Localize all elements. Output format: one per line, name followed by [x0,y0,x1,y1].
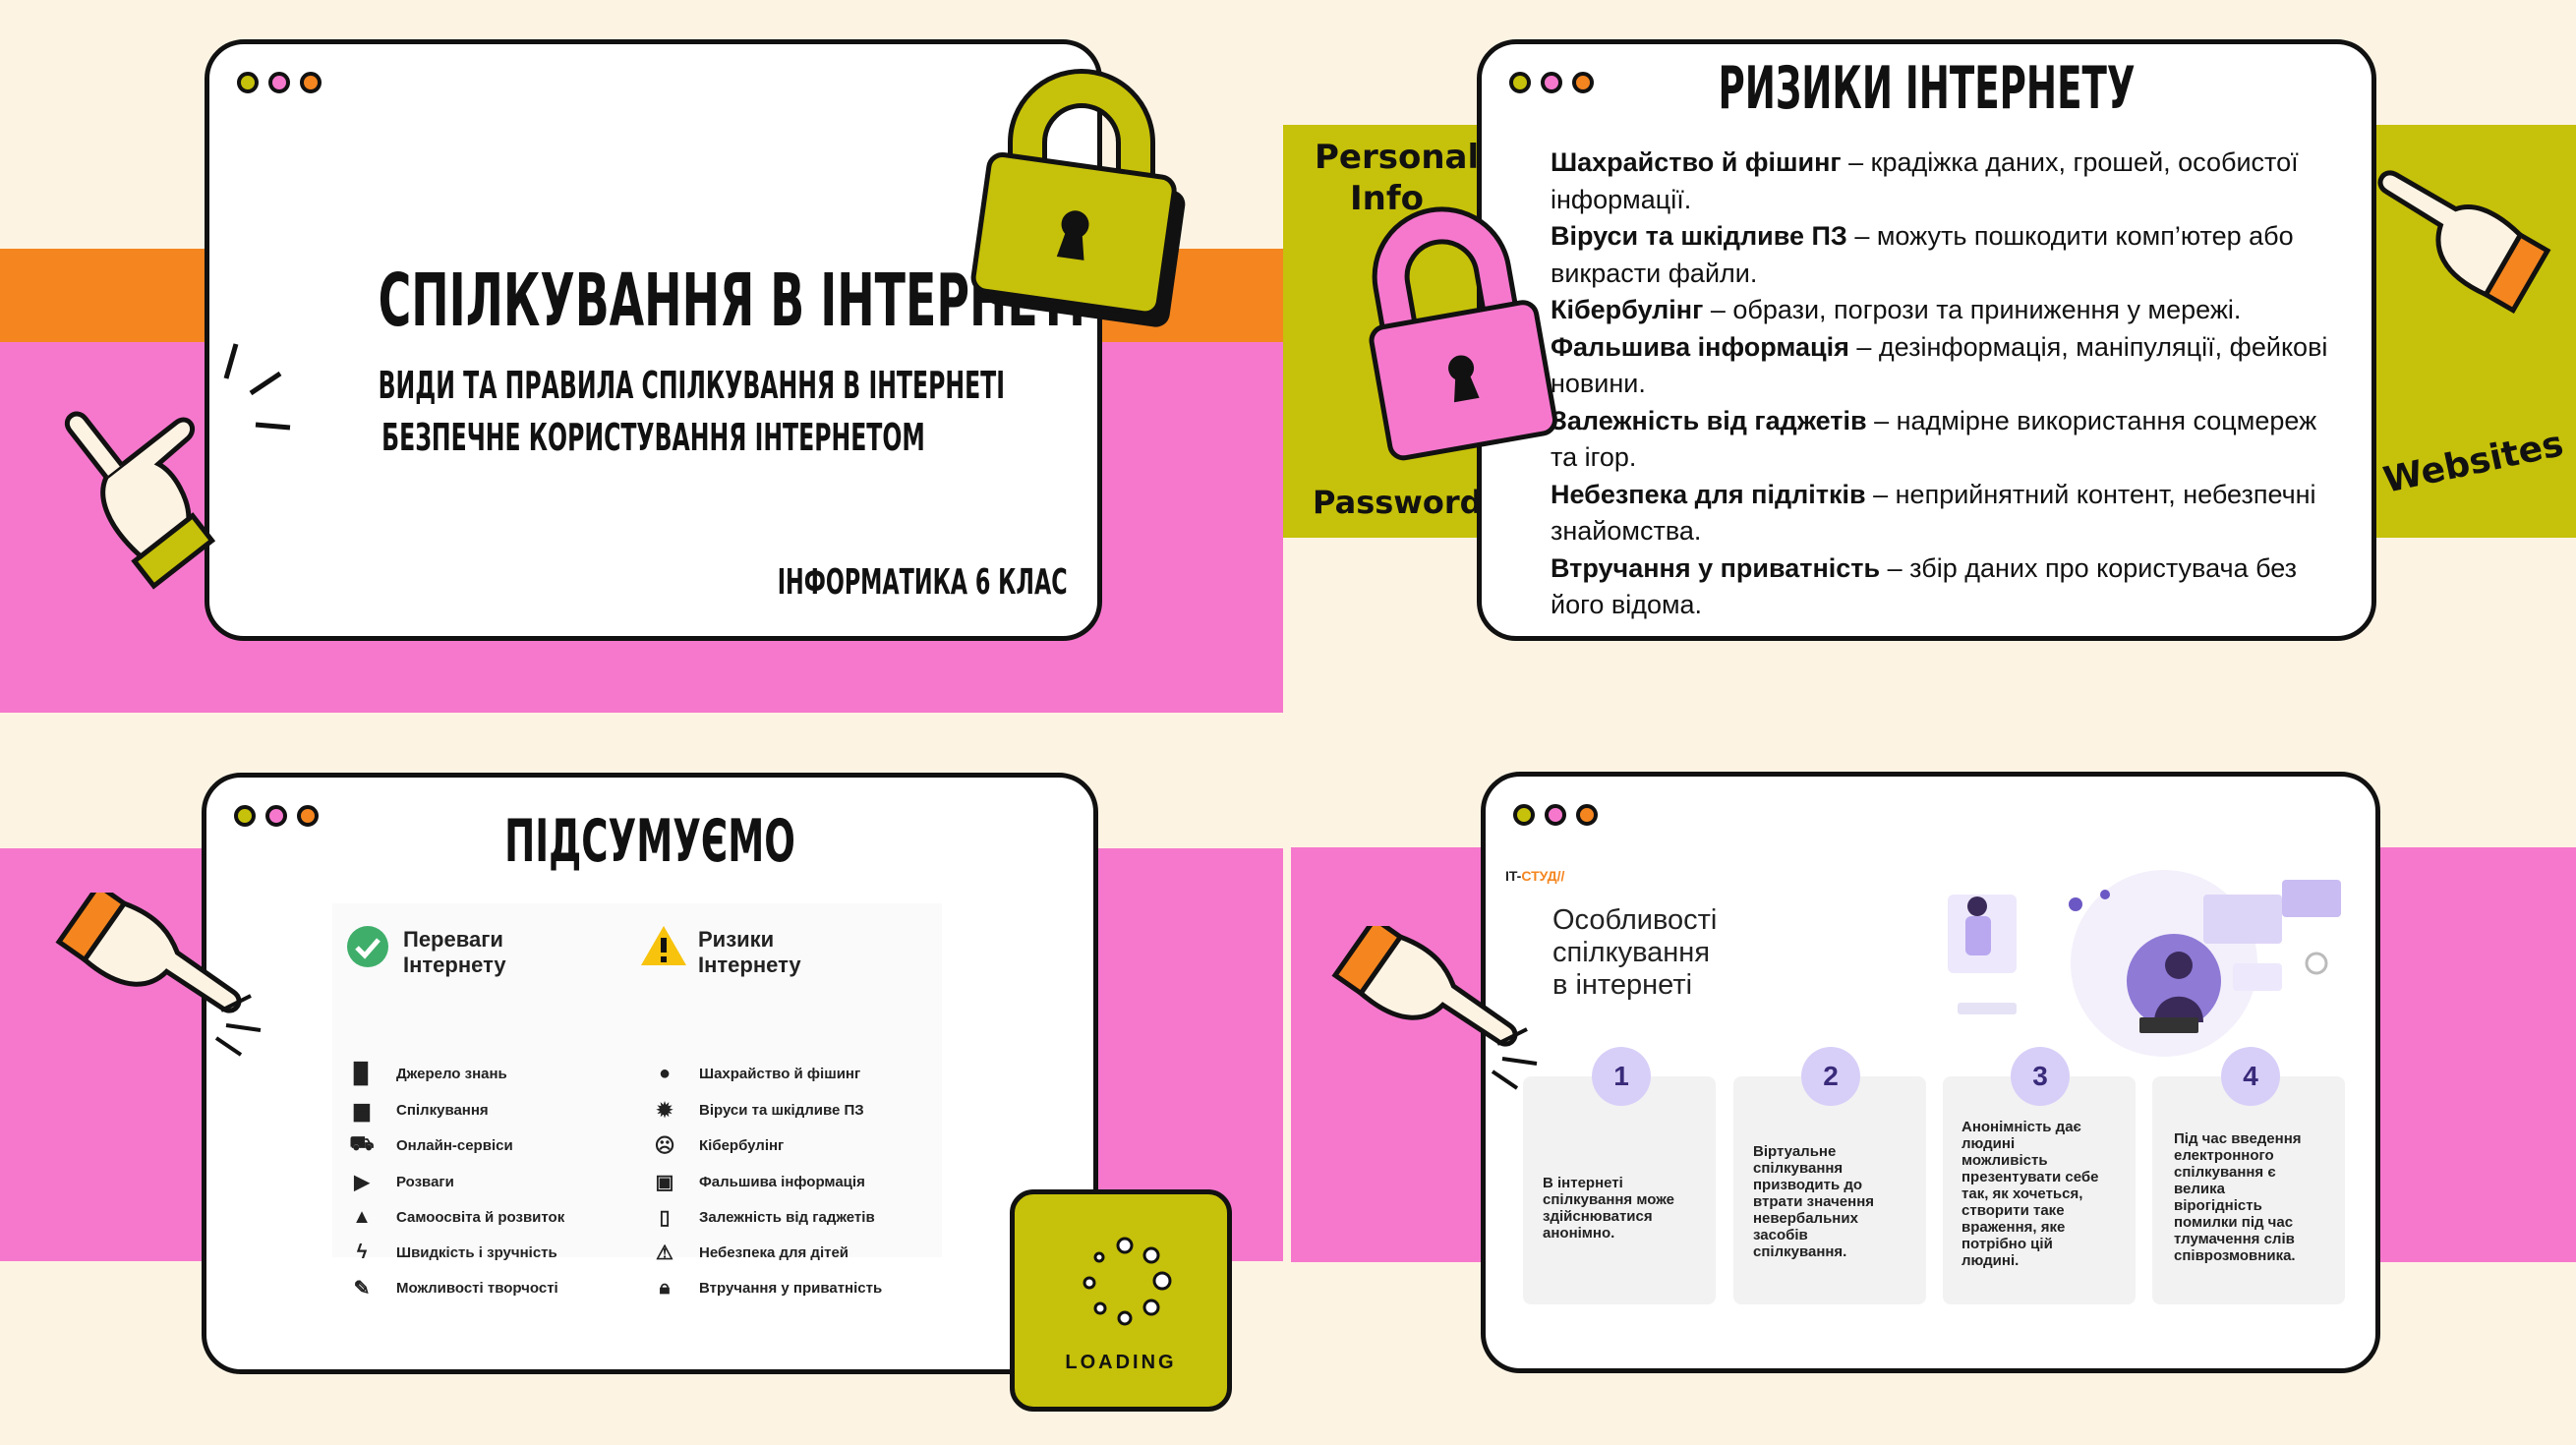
step-card [2152,1076,2345,1304]
book-icon: ▉ [354,1063,370,1085]
course-label: ІНФОРМАТИКА 6 КЛАС [778,562,1068,603]
play-icon: ▶ [354,1171,370,1193]
summary-title: ПІДСУМУЄМО [504,807,795,876]
features-heading: Особливості спілкування в інтернеті [1552,904,1718,1001]
graduation-cap-icon: ▲ [352,1205,372,1228]
window-dots [1513,804,1598,826]
newspaper-icon: ▣ [655,1171,674,1193]
slide-features: IT-СТУД// Особливості спілкування в інте… [1291,710,2576,1445]
loading-spinner-icon [1083,1237,1172,1326]
subtitle-2: БЕЗПЕЧНЕ КОРИСТУВАННЯ ІНТЕРНЕТОМ [381,416,925,459]
risk-item: Фальшива інформація – дезінформація, ман… [1551,331,2328,399]
risk-item: Небезпека для підлітків – неприйнятний к… [1551,479,2316,547]
label-passwords: Passwords [1313,484,1501,521]
chat-icon: ▆ [354,1099,370,1122]
loading-label: LOADING [1065,1352,1177,1373]
dot-orange [1572,72,1594,93]
dot-pink [265,805,287,827]
lock-icon: 🔒︎ [659,1276,671,1299]
dot-orange [300,72,322,93]
title-card: СПІЛКУВАННЯ В ІНТЕРНЕТІ ВИДИ ТА ПРАВИЛА … [205,39,1102,641]
risk-row: ▯Залежність від гаджетів [652,1204,874,1230]
phone-icon: ▯ [659,1206,671,1229]
pointing-hand-icon [2377,170,2551,315]
risk-item: Залежність від гаджетів – надмірне викор… [1551,405,2317,473]
warning-icon: ⚠ [656,1242,673,1264]
step-card [1733,1076,1926,1304]
risk-row: ●Шахрайство й фішинг [652,1061,860,1086]
window-dots [237,72,322,93]
bug-icon: ✹ [656,1099,673,1122]
dot-pink [1541,72,1562,93]
step-number: 2 [1801,1047,1860,1106]
risk-row: 🔒︎Втручання у приватність [652,1275,883,1300]
window-dots [234,805,319,827]
person-icon: ● [658,1062,672,1084]
padlock-icon [1369,206,1557,461]
pointing-hand-icon [64,343,291,590]
risk-row: ✹Віруси та шкідливе ПЗ [652,1097,864,1123]
dot-olive [237,72,259,93]
sad-face-icon: ☹ [654,1134,675,1157]
dot-olive [1513,804,1535,826]
risks-card: РИЗИКИ ІНТЕРНЕТУ Шахрайство й фішинг – к… [1477,39,2376,641]
padlock-icon [970,69,1186,327]
pointing-hand-icon [1331,926,1538,1090]
risk-item: Кібербулінг – образи, погрози та приниже… [1551,295,2242,324]
communication-illustration [1948,870,2341,1057]
step-card [1943,1076,2136,1304]
benefit-row: ▲Самоосвіта й розвиток [349,1204,564,1230]
risks-title: РИЗИКИ ІНТЕРНЕТУ [1718,54,2136,123]
benefit-row: ▆Спілкування [349,1097,488,1123]
risk-row: ☹Кібербулінг [652,1132,785,1158]
risk-item: Віруси та шкідливе ПЗ – можуть пошкодити… [1551,221,2294,288]
slide-title: СПІЛКУВАННЯ В ІНТЕРНЕТІ ВИДИ ТА ПРАВИЛА … [0,0,1283,713]
benefit-row: ▶Розваги [349,1169,454,1194]
warning-icon [641,926,686,965]
window-dots [1509,72,1594,93]
dot-orange [297,805,319,827]
risk-item: Втручання у приватність – збір даних про… [1551,552,2298,620]
benefit-row: ✎Можливості творчості [349,1275,558,1300]
label-personal: Personal [1315,138,1480,177]
loading-box: LOADING [1010,1189,1232,1412]
summary-panel [332,903,942,1257]
step-number: 4 [2221,1047,2280,1106]
dot-pink [1545,804,1566,826]
step-card [1523,1076,1716,1304]
dot-olive [234,805,256,827]
risk-row: ⚠Небезпека для дітей [652,1240,849,1265]
dot-olive [1509,72,1531,93]
label-info: Info [1350,179,1425,218]
brand-logo: IT-СТУД// [1505,868,1565,884]
pencil-icon: ✎ [353,1277,371,1300]
risk-item: Шахрайство й фішинг – крадіжка даних, гр… [1551,147,2299,214]
dot-orange [1576,804,1598,826]
step-number: 1 [1592,1047,1651,1106]
cart-icon: ⛟ [349,1132,375,1155]
features-card: IT-СТУД// Особливості спілкування в інте… [1481,772,2380,1373]
subtitle-1: ВИДИ ТА ПРАВИЛА СПІЛКУВАННЯ В ІНТЕРНЕТІ [378,364,1006,407]
lightning-icon: ϟ [356,1241,368,1263]
slide-risks: Personal Info Passwords Websites РИЗИКИ … [1283,0,2576,706]
risk-list: Шахрайство й фішинг – крадіжка даних, гр… [1551,144,2337,624]
benefit-row: ▉Джерело знань [349,1061,506,1086]
pointing-hand-icon [55,893,262,1057]
step-number: 3 [2011,1047,2070,1106]
page-title: СПІЛКУВАННЯ В ІНТЕРНЕТІ [378,259,1086,343]
check-icon [347,926,388,967]
risk-row: ▣Фальшива інформація [652,1169,865,1194]
benefit-row: ⛟Онлайн-сервіси [349,1132,512,1158]
dot-pink [268,72,290,93]
